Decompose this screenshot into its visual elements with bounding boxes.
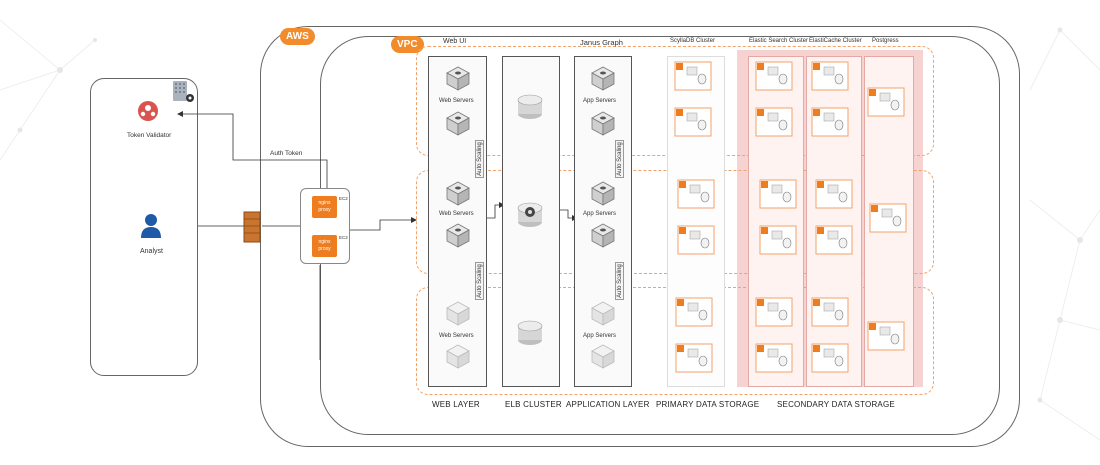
- layer-label-primary: PRIMARY DATA STORAGE: [656, 400, 760, 409]
- nginx-proxy-1: nginx proxy: [312, 196, 337, 218]
- token-validator-icon: [138, 101, 158, 121]
- web-server-icon: [446, 223, 470, 248]
- header-janus-graph: Janus Graph: [580, 38, 623, 47]
- layer-label-secondary: SECONDARY DATA STORAGE: [777, 400, 895, 409]
- web-server-icon: [446, 181, 470, 206]
- db-instance-icon: [675, 297, 713, 327]
- analyst-label: Analyst: [140, 248, 163, 255]
- client-panel: [90, 78, 198, 376]
- db-instance-icon: [811, 61, 849, 91]
- db-instance-icon: [815, 179, 853, 209]
- db-instance-icon: [674, 107, 712, 137]
- db-instance-icon: [755, 107, 793, 137]
- server-gear-icon: [173, 81, 194, 102]
- web-server-icon-inactive: [446, 344, 470, 369]
- header-elastic-search: Elastic Search Cluster: [749, 38, 809, 44]
- ec2-label-b: EC2: [339, 235, 348, 240]
- web-server-icon-inactive: [446, 301, 470, 326]
- app-servers-label-2: App Servers: [583, 211, 617, 217]
- header-elasticache: ElastiCache Cluster: [809, 38, 862, 44]
- db-instance-icon: [869, 203, 907, 233]
- app-servers-label-3: App Servers: [583, 333, 617, 339]
- aws-badge: AWS: [280, 28, 315, 45]
- web-servers-label-2: Web Servers: [439, 211, 474, 217]
- auto-scaling-tag: Auto Scaling: [475, 262, 484, 300]
- db-instance-icon: [755, 61, 793, 91]
- load-balancer-icon: [517, 94, 543, 119]
- layer-label-web: WEB LAYER: [432, 400, 480, 409]
- ec2-label-a: EC2: [339, 196, 348, 201]
- db-instance-icon: [759, 179, 797, 209]
- app-server-icon: [591, 181, 615, 206]
- auto-scaling-tag: Auto Scaling: [615, 262, 624, 300]
- db-instance-icon: [755, 297, 793, 327]
- firewall-icon: [243, 211, 261, 243]
- header-web-ui: Web UI: [443, 38, 467, 45]
- db-instance-icon: [815, 225, 853, 255]
- token-validator-label: Token Validator: [127, 132, 172, 139]
- app-server-icon: [591, 111, 615, 136]
- web-servers-label-3: Web Servers: [439, 333, 474, 339]
- db-instance-icon: [675, 343, 713, 373]
- app-server-icon-inactive: [591, 301, 615, 326]
- db-instance-icon: [677, 179, 715, 209]
- analyst-icon: [141, 214, 161, 238]
- auto-scaling-tag: Auto Scaling: [475, 140, 484, 178]
- web-server-icon: [446, 66, 470, 91]
- db-instance-icon: [811, 297, 849, 327]
- app-server-icon-inactive: [591, 344, 615, 369]
- db-instance-icon: [755, 343, 793, 373]
- app-server-icon: [591, 66, 615, 91]
- vpc-badge: VPC: [391, 36, 424, 53]
- load-balancer-icon-active: [517, 202, 543, 227]
- db-instance-icon: [811, 343, 849, 373]
- web-server-icon: [446, 111, 470, 136]
- web-layer-column: [428, 56, 487, 387]
- app-server-icon: [591, 223, 615, 248]
- layer-label-app: APPLICATION LAYER: [566, 400, 650, 409]
- db-instance-icon: [674, 61, 712, 91]
- db-instance-icon: [759, 225, 797, 255]
- layer-label-elb: ELB CLUSTER: [505, 400, 562, 409]
- load-balancer-icon: [517, 320, 543, 345]
- db-instance-icon: [867, 87, 905, 117]
- db-instance-icon: [677, 225, 715, 255]
- db-instance-icon: [867, 321, 905, 351]
- db-instance-icon: [811, 107, 849, 137]
- auth-token-label: Auth Token: [270, 150, 303, 157]
- header-scylladb: ScyllaDB Cluster: [670, 38, 716, 44]
- web-servers-label-1: Web Servers: [439, 98, 474, 104]
- app-servers-label-1: App Servers: [583, 98, 617, 104]
- nginx-proxy-2: nginx proxy: [312, 235, 337, 257]
- app-layer-column: [574, 56, 632, 387]
- header-postgress: Postgress: [872, 38, 899, 44]
- auto-scaling-tag: Auto Scaling: [615, 140, 624, 178]
